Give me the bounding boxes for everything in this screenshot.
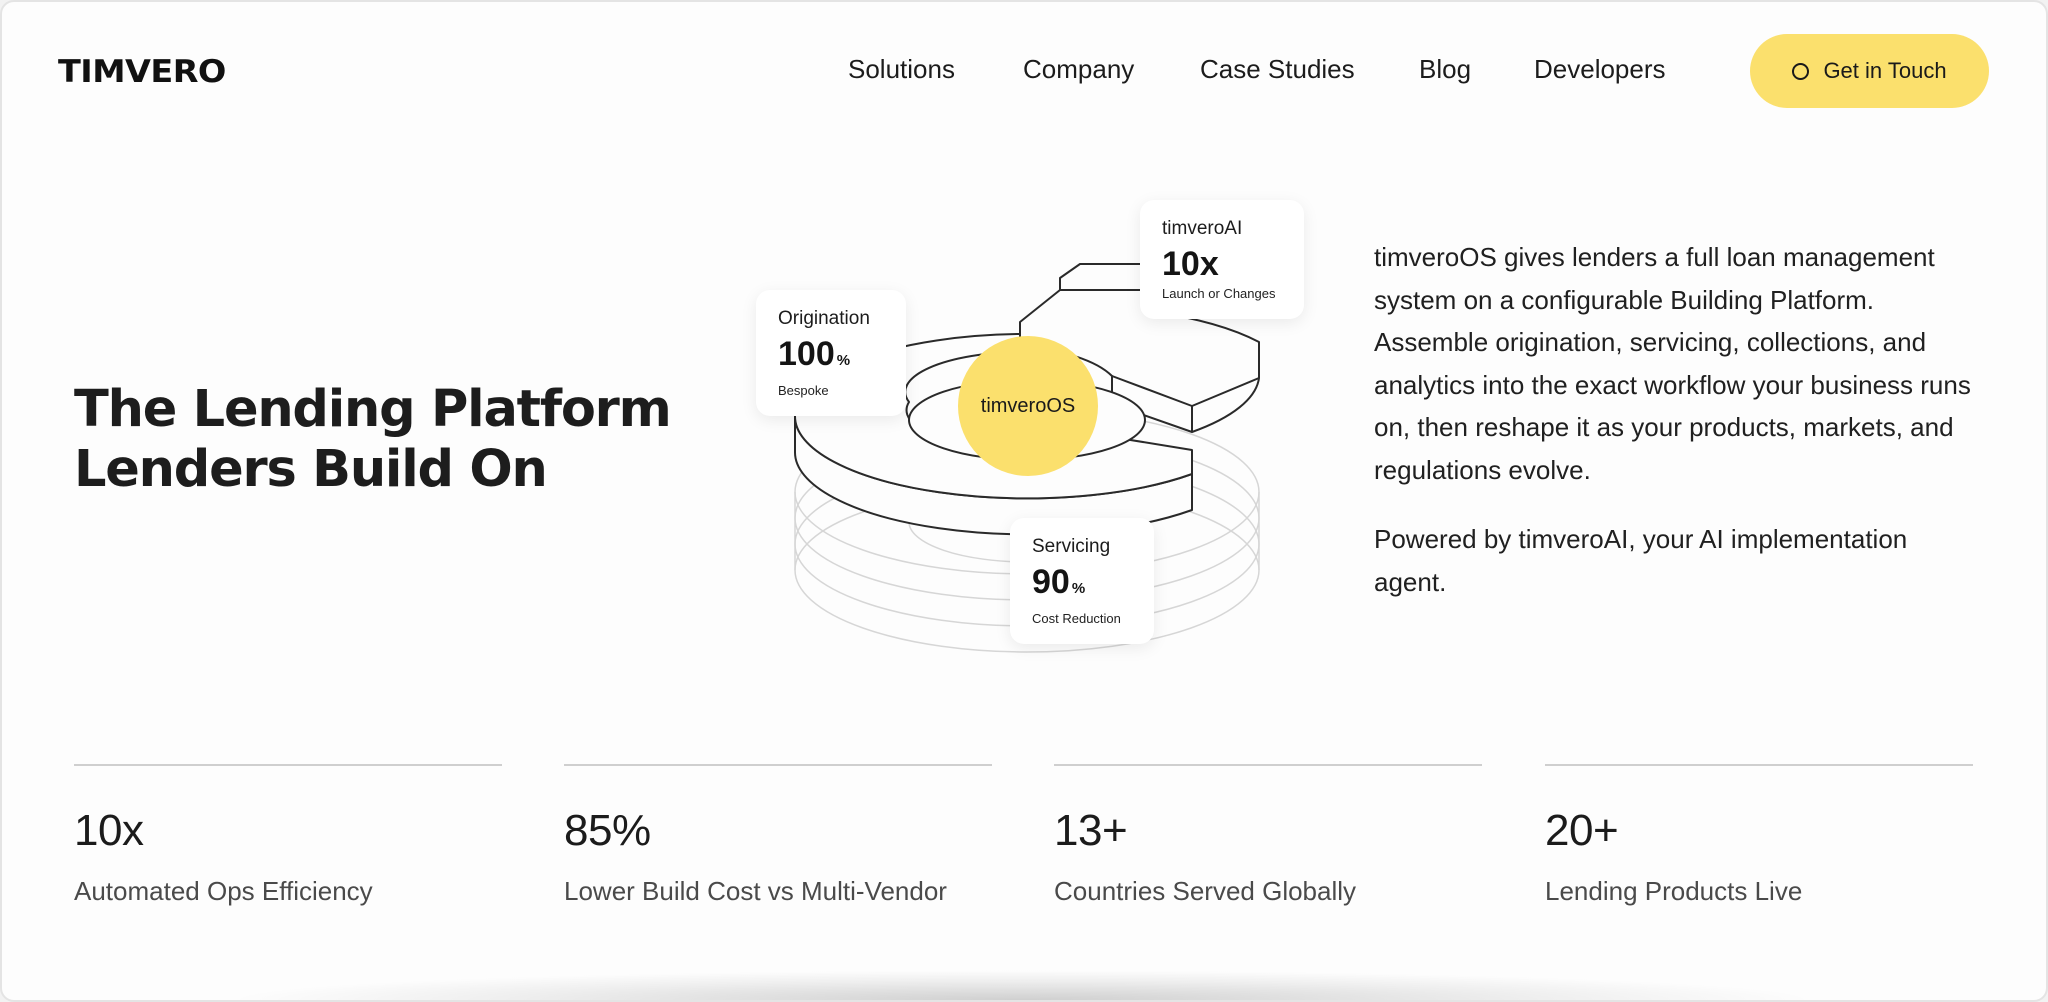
timveroai-card-subtitle: Launch or Changes xyxy=(1162,286,1276,301)
stat-label: Lending Products Live xyxy=(1545,876,1803,906)
stat-value: 85% xyxy=(564,806,651,855)
nav-developers[interactable]: Developers xyxy=(1534,54,1666,84)
origination-value-unit: % xyxy=(836,352,851,369)
timveroos-core-badge: timveroOS xyxy=(958,336,1098,476)
nav-solutions[interactable]: Solutions xyxy=(848,54,955,84)
hero-description-paragraph-2: Powered by timveroAI, your AI implementa… xyxy=(1374,524,1908,597)
get-in-touch-label: Get in Touch xyxy=(1823,58,1947,83)
circle-icon xyxy=(1792,62,1810,80)
stat-label: Automated Ops Efficiency xyxy=(74,876,373,906)
hero-title-line-2: Lenders Build On xyxy=(74,440,548,499)
stat-label: Lower Build Cost vs Multi-Vendor xyxy=(564,876,947,906)
hero-title: The Lending Platform Lenders Build On xyxy=(74,380,714,500)
timveroai-card: timveroAI 10x Launch or Changes xyxy=(1140,200,1304,319)
origination-value-number: 100 xyxy=(778,335,835,373)
servicing-card-subtitle: Cost Reduction xyxy=(1032,611,1121,626)
stat-value: 13+ xyxy=(1054,806,1128,855)
nav-blog[interactable]: Blog xyxy=(1419,54,1472,84)
origination-card-title: Origination xyxy=(778,308,870,329)
servicing-card-title: Servicing xyxy=(1032,536,1111,557)
servicing-value-unit: % xyxy=(1071,580,1086,597)
stat-value: 20+ xyxy=(1545,806,1619,855)
stat-countries: 13+ Countries Served Globally xyxy=(1054,764,1482,907)
origination-card-subtitle: Bespoke xyxy=(778,383,829,398)
nav-case-studies[interactable]: Case Studies xyxy=(1200,54,1355,84)
servicing-card: Servicing 90% Cost Reduction xyxy=(1010,518,1154,644)
get-in-touch-button[interactable]: Get in Touch xyxy=(1750,34,1989,108)
servicing-card-value: 90% xyxy=(1032,562,1132,609)
origination-card: Origination 100% Bespoke xyxy=(756,290,906,416)
stat-products: 20+ Lending Products Live xyxy=(1545,764,1973,907)
stat-efficiency: 10x Automated Ops Efficiency xyxy=(74,764,502,907)
servicing-value-number: 90 xyxy=(1032,563,1070,601)
platform-diagram: timveroOS Origination 100% Bespoke timve… xyxy=(756,192,1322,682)
bottom-scroll-shadow xyxy=(222,970,1822,1000)
stat-build-cost: 85% Lower Build Cost vs Multi-Vendor xyxy=(564,764,992,907)
nav-company[interactable]: Company xyxy=(1023,54,1135,84)
stat-value: 10x xyxy=(74,806,144,855)
hero-title-line-1: The Lending Platform xyxy=(74,380,672,439)
timveroai-card-title: timveroAI xyxy=(1162,218,1243,239)
timveroai-card-value: 10x xyxy=(1162,244,1282,284)
hero-description: timveroOS gives lenders a full loan mana… xyxy=(1374,236,1974,603)
origination-card-value: 100% xyxy=(778,334,884,381)
hero-description-paragraph-1: timveroOS gives lenders a full loan mana… xyxy=(1374,242,1971,485)
timveroai-value-number: 10x xyxy=(1162,245,1219,283)
timvero-logo[interactable]: TIMVERO xyxy=(58,54,226,90)
stat-label: Countries Served Globally xyxy=(1054,876,1357,906)
